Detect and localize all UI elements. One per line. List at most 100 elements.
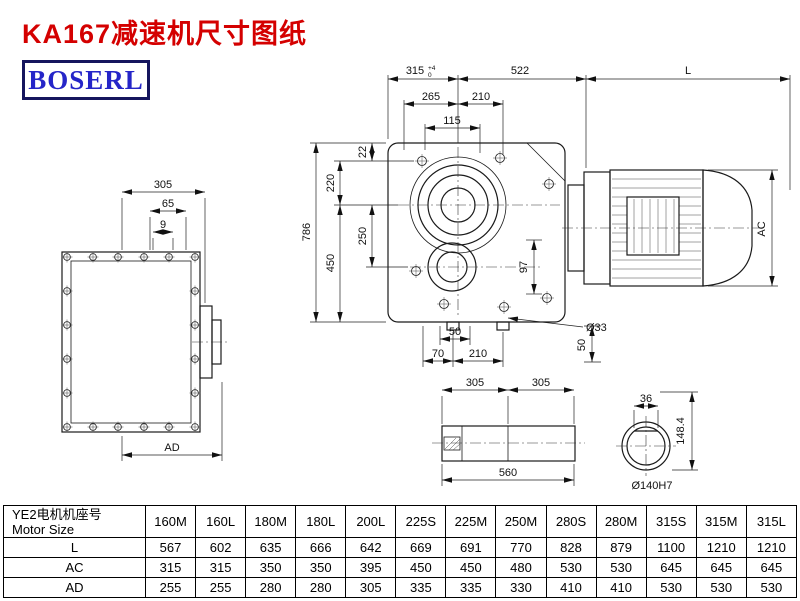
motor xyxy=(562,169,766,287)
dim-cell: 255 xyxy=(195,577,247,598)
row-label: L xyxy=(3,537,146,558)
col-header: 180M xyxy=(245,505,297,538)
dim-cell: 280 xyxy=(245,577,297,598)
col-header: 225S xyxy=(395,505,447,538)
col-header: 315L xyxy=(745,505,798,538)
dim-cell: 602 xyxy=(195,537,247,558)
dim-cell: 335 xyxy=(445,577,497,598)
dim-cell: 879 xyxy=(595,537,647,558)
dim-cell: 315 xyxy=(195,557,247,578)
dim-dia140: Ø140H7 xyxy=(632,480,673,492)
dim-210-bottom: 210 xyxy=(469,348,487,360)
table-row-AD: AD 255 255 280 280 305 335 335 330 410 4… xyxy=(3,577,798,598)
dim-cell: 335 xyxy=(395,577,447,598)
motor-stator-block xyxy=(626,196,680,256)
dim-450: 450 xyxy=(325,254,337,272)
dim-cell: 450 xyxy=(395,557,447,578)
dim-cell: 530 xyxy=(645,577,697,598)
dim-cell: 645 xyxy=(645,557,697,578)
col-header: 280M xyxy=(595,505,647,538)
row-label: AD xyxy=(3,577,146,598)
col-header: 200L xyxy=(345,505,397,538)
dim-cell: 666 xyxy=(295,537,347,558)
dim-9: 9 xyxy=(160,219,166,231)
dim-250: 250 xyxy=(357,227,369,245)
table-row-AC: AC 315 315 350 350 395 450 450 480 530 5… xyxy=(3,557,798,578)
dim-cell: 395 xyxy=(345,557,397,578)
col-header: 180L xyxy=(295,505,347,538)
dim-786: 786 xyxy=(301,223,313,241)
dim-cell: 1210 xyxy=(695,537,747,558)
dim-dia33: Ø33 xyxy=(586,322,607,334)
dim-AC: AC xyxy=(756,221,768,236)
dim-cell: 828 xyxy=(545,537,597,558)
dim-cell: 635 xyxy=(245,537,297,558)
dim-115: 115 xyxy=(443,115,461,127)
side-view-dimensions: 305 65 9 AD xyxy=(121,179,223,461)
dim-305-side: 305 xyxy=(154,179,172,191)
dim-cell: 530 xyxy=(545,557,597,578)
row-label: AC xyxy=(3,557,146,578)
col-header: 280S xyxy=(545,505,597,538)
col-header: 250M xyxy=(495,505,547,538)
dim-cell: 691 xyxy=(445,537,497,558)
dim-AD: AD xyxy=(164,442,179,454)
dim-cell: 330 xyxy=(495,577,547,598)
motor-size-header: YE2电机机座号 Motor Size xyxy=(3,505,146,538)
dim-cell: 645 xyxy=(695,557,747,578)
dim-50-vertical: 50 xyxy=(576,339,588,351)
table-header-row: YE2电机机座号 Motor Size 160M 160L 180M 180L … xyxy=(3,505,798,538)
page-title: KA167减速机尺寸图纸 xyxy=(22,19,308,49)
col-header: 315M xyxy=(695,505,747,538)
dim-cell: 770 xyxy=(495,537,547,558)
top-dimensions: 315 +4 0 522 L 265 210 115 xyxy=(387,65,791,190)
bottom-dimensions: 50 70 210 Ø33 50 xyxy=(422,316,607,367)
dim-560: 560 xyxy=(499,467,517,479)
technical-drawing: 305 65 9 AD xyxy=(61,65,791,492)
motor-size-header-cn: YE2电机机座号 xyxy=(12,506,102,522)
dim-305-shaft-a: 305 xyxy=(466,377,484,389)
dim-cell: 645 xyxy=(745,557,798,578)
col-header: 160M xyxy=(144,505,197,538)
dim-50-bottom: 50 xyxy=(449,326,461,338)
dim-cell: 1100 xyxy=(645,537,697,558)
dim-L: L xyxy=(685,65,691,77)
dim-148: 148.4 xyxy=(675,417,687,445)
dim-315-tol-lower: 0 xyxy=(428,72,432,79)
dim-cell: 1210 xyxy=(745,537,798,558)
boserl-logo: BOSERL xyxy=(22,60,150,100)
logo-text: BOSERL xyxy=(28,64,144,95)
right-dimensions: 97 AC xyxy=(518,169,778,295)
dim-220: 220 xyxy=(325,174,337,192)
dim-cell: 350 xyxy=(245,557,297,578)
left-vertical-dimensions: 786 450 220 22 250 xyxy=(301,142,414,323)
motor-size-header-en: Motor Size xyxy=(12,521,75,537)
dim-cell: 410 xyxy=(595,577,647,598)
col-header: 225M xyxy=(445,505,497,538)
dim-cell: 315 xyxy=(144,557,197,578)
dim-cell: 350 xyxy=(295,557,347,578)
col-header: 160L xyxy=(195,505,247,538)
dim-315-tol-upper: +4 xyxy=(428,65,436,72)
dim-65: 65 xyxy=(162,198,174,210)
dim-cell: 410 xyxy=(545,577,597,598)
motor-dimension-table: YE2电机机座号 Motor Size 160M 160L 180M 180L … xyxy=(3,505,798,598)
dim-cell: 480 xyxy=(495,557,547,578)
mounting-foot-right xyxy=(496,321,510,331)
shaft-view: 305 305 560 xyxy=(432,377,585,486)
dim-cell: 255 xyxy=(144,577,197,598)
dim-97: 97 xyxy=(518,261,530,273)
shaft-keyway xyxy=(443,436,461,451)
dim-cell: 530 xyxy=(595,557,647,578)
dim-70: 70 xyxy=(432,348,444,360)
dim-cell: 567 xyxy=(144,537,197,558)
dim-36: 36 xyxy=(640,393,652,405)
dim-cell: 450 xyxy=(445,557,497,578)
motor-fan-cover xyxy=(702,169,753,287)
dim-cell: 669 xyxy=(395,537,447,558)
side-view-housing xyxy=(61,251,229,433)
front-view-housing xyxy=(387,142,566,331)
dim-22: 22 xyxy=(357,146,369,158)
dim-cell: 530 xyxy=(745,577,798,598)
